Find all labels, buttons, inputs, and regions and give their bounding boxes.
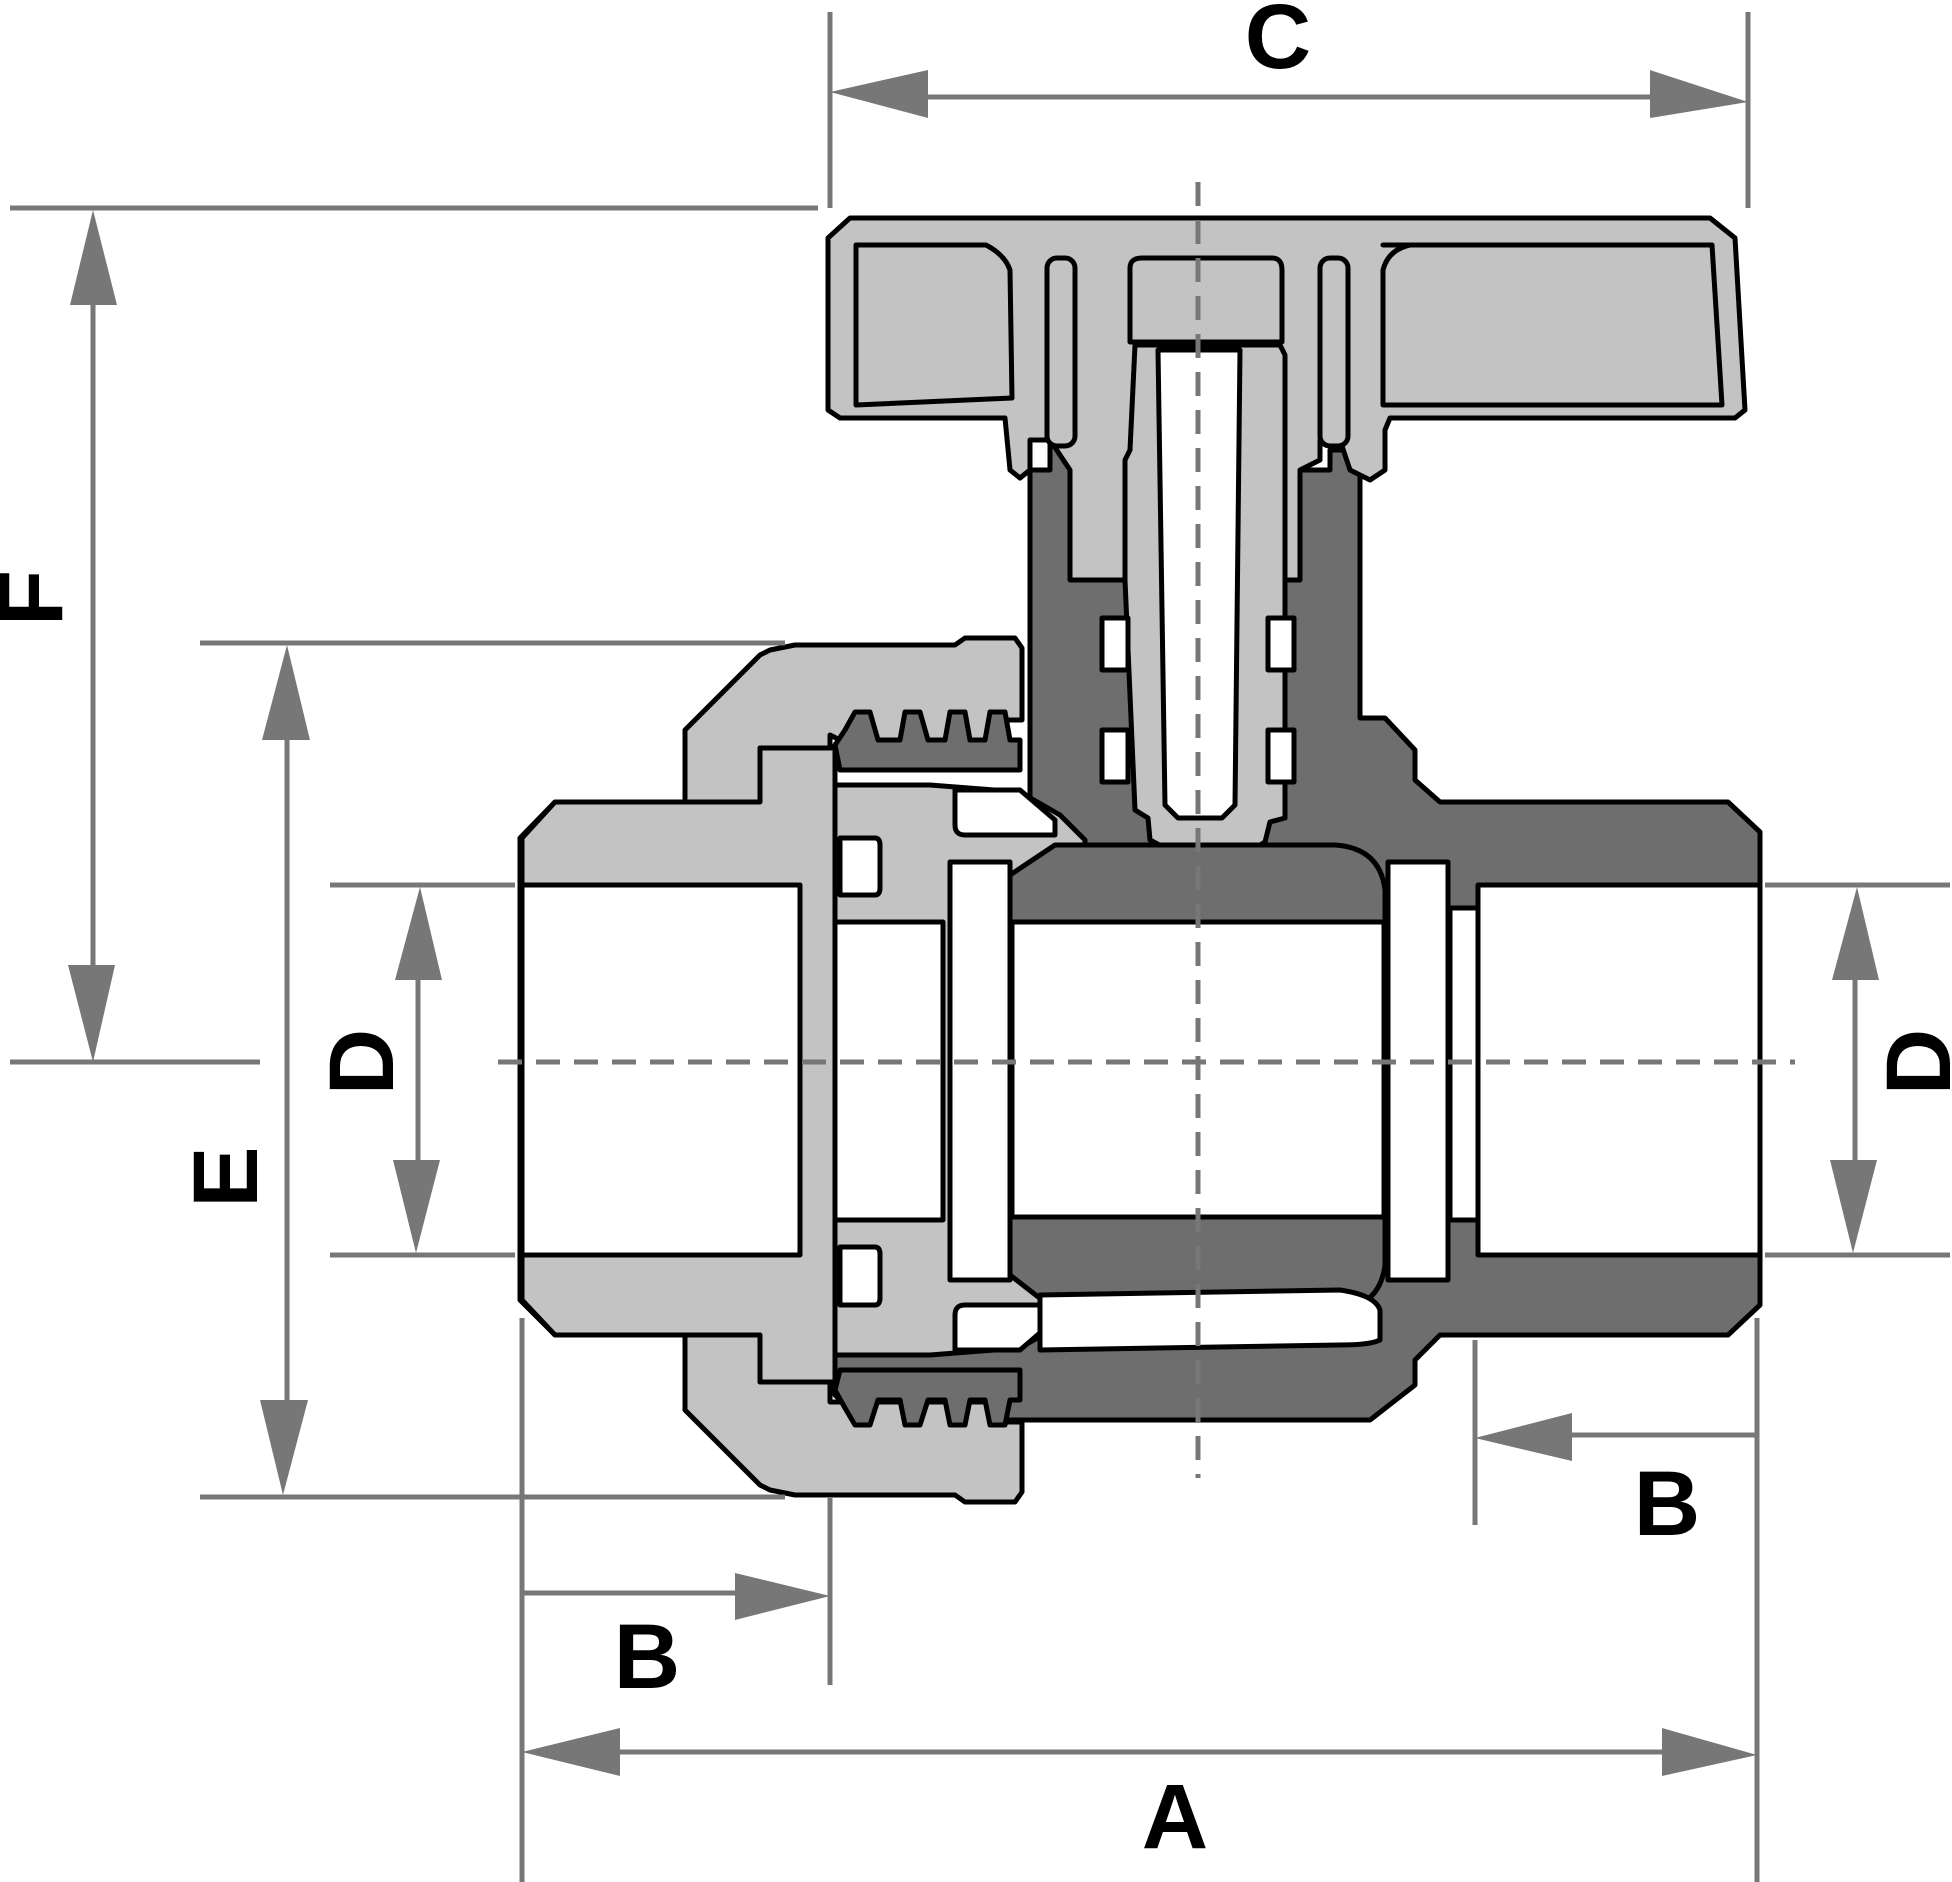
arrow-a-right <box>1662 1728 1757 1776</box>
stem-oring-1 <box>1099 615 1131 673</box>
stem-oring-3 <box>1265 615 1297 673</box>
arrow-d-right-top <box>1832 887 1879 980</box>
body-lower-rib <box>1037 1287 1383 1353</box>
arrow-d-left-top <box>395 887 442 980</box>
arrow-c-left <box>830 70 928 118</box>
arrow-e-top <box>262 645 310 740</box>
seat-left <box>947 859 1013 1283</box>
seat-right <box>1385 859 1451 1283</box>
arrow-f-top <box>70 210 117 305</box>
arrow-a-left <box>522 1728 620 1776</box>
handle-hub <box>1127 255 1285 345</box>
stem-oring-4 <box>1265 727 1297 785</box>
label-e: E <box>175 1146 277 1207</box>
union-thread-top <box>832 709 1023 773</box>
label-f: F <box>0 570 82 626</box>
handle-rib-right <box>1317 255 1351 449</box>
arrow-e-bottom <box>260 1400 308 1495</box>
carrier-notch-top <box>837 835 883 898</box>
label-a: A <box>1142 1766 1208 1868</box>
carrier-bore-left <box>832 919 946 1223</box>
arrow-d-left-bottom <box>393 1160 440 1253</box>
arrow-c-right <box>1650 70 1748 118</box>
carrier-notch-bottom <box>837 1244 883 1308</box>
arrow-d-right-bottom <box>1830 1160 1877 1253</box>
union-thread-bottom <box>832 1367 1023 1428</box>
arrow-f-bottom <box>68 965 115 1062</box>
handle-rib-left <box>1044 255 1078 449</box>
arrow-b-left <box>735 1573 830 1620</box>
handle-slot-left <box>853 242 1015 408</box>
carrier-gasket-top <box>952 787 1058 838</box>
stem-oring-2 <box>1099 727 1131 785</box>
label-b-left: B <box>614 1606 680 1708</box>
label-b-right: B <box>1634 1453 1700 1555</box>
bore-right <box>1475 882 1763 1258</box>
handle-slot-right <box>1380 242 1725 408</box>
label-c: C <box>1245 0 1311 88</box>
label-d-left: D <box>311 1029 413 1095</box>
bore-left <box>519 882 803 1258</box>
arrow-b-right <box>1475 1413 1572 1461</box>
label-d-right: D <box>1868 1029 1952 1095</box>
